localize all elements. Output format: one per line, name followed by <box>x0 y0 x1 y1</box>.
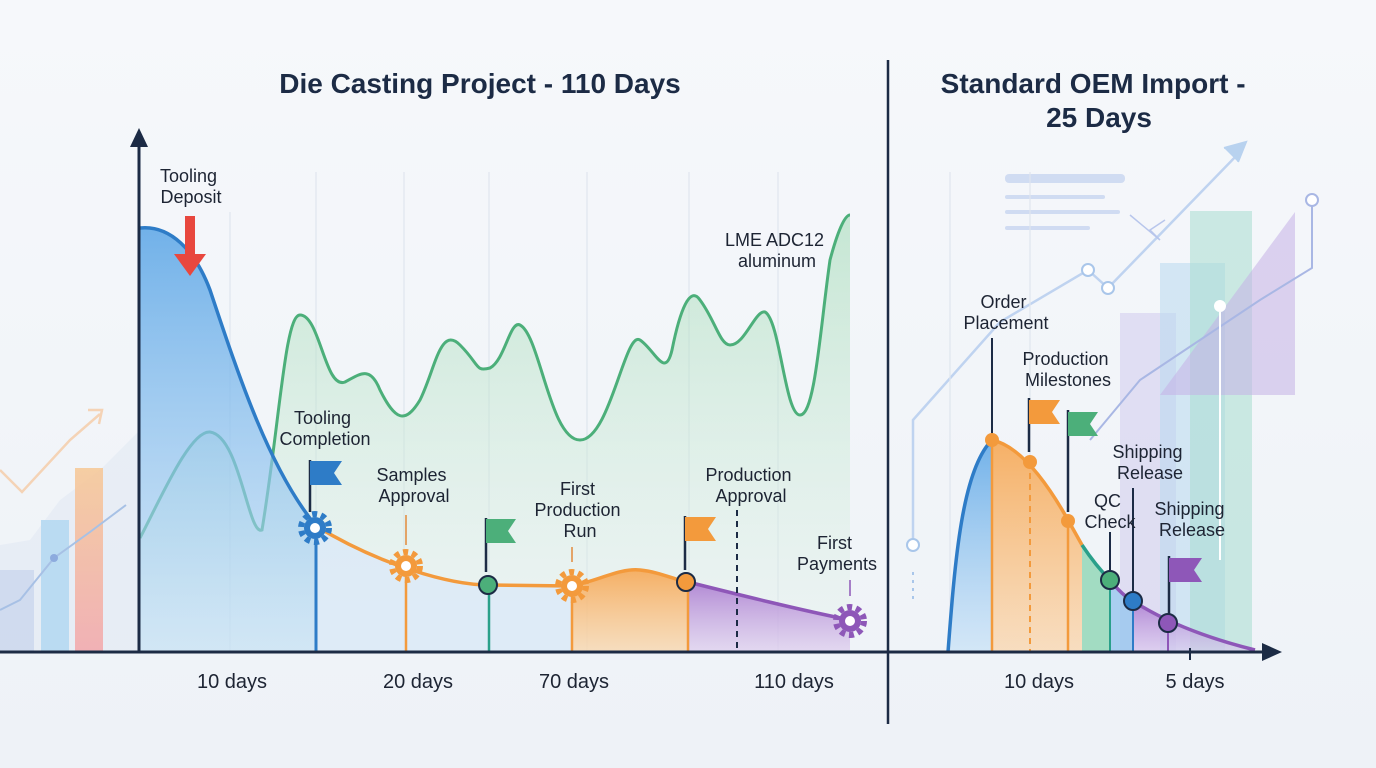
gear-icon-tooling-completion <box>298 511 332 545</box>
left-panel: Die Casting Project - 110 Days <box>0 68 888 693</box>
qc-phase-area <box>1082 545 1110 652</box>
order-phase-line <box>946 438 994 653</box>
milestone-dot-order-placement <box>985 433 999 447</box>
payment-phase-area <box>688 582 850 652</box>
gear-icon-first-production-run <box>555 569 589 603</box>
milestone-dot-release <box>1158 613 1178 633</box>
samples-approval-label: Samples Approval <box>376 465 451 506</box>
right-panel-title: Standard OEM Import - 25 Days <box>941 68 1254 133</box>
first-production-run-label: First Production Run <box>534 479 625 541</box>
milestone-dot-qc-check <box>1100 570 1120 590</box>
milestone-dot-samples <box>478 575 498 595</box>
milestone-dot-production-2 <box>1061 514 1075 528</box>
milestone-dot-production-approval <box>676 572 696 592</box>
left-panel-title: Die Casting Project - 110 Days <box>279 68 681 99</box>
flag-icon-production-milestone-1 <box>1027 398 1060 452</box>
production-milestones-area <box>992 440 1082 652</box>
cost-curve-light-area <box>316 526 572 652</box>
milestone-dot-shipping <box>1123 591 1143 611</box>
tooling-completion-label: Tooling Completion <box>279 408 370 449</box>
tooling-deposit-label: Tooling Deposit <box>160 166 222 207</box>
tick-label-10-days-right: 10 days <box>1004 671 1074 693</box>
production-milestones-label: Production Milestones <box>1022 349 1113 390</box>
gear-icon-first-payments <box>833 604 867 638</box>
shipping-release-label-2: Shipping Release <box>1154 499 1229 540</box>
gear-icon-samples-approval <box>389 549 423 583</box>
release-phase-area <box>1133 601 1255 652</box>
order-phase-area <box>948 440 992 652</box>
left-axes <box>0 128 888 654</box>
qc-check-label: QC Check <box>1084 491 1136 532</box>
tick-label-70-days: 70 days <box>539 671 609 693</box>
decorative-bars-left <box>0 408 140 652</box>
tooling-phase-area <box>140 227 316 652</box>
lme-aluminum-line <box>138 213 851 539</box>
flag-icon-tooling-completion <box>308 460 342 512</box>
first-payments-label: First Payments <box>797 533 877 574</box>
tick-label-5-days: 5 days <box>1166 671 1225 693</box>
flag-icon-production-milestone-2 <box>1066 410 1098 512</box>
flag-icon-shipping-release <box>1167 556 1202 614</box>
down-arrow-icon <box>174 216 206 276</box>
decorative-background-right <box>906 140 1319 652</box>
tick-label-110-days: 110 days <box>754 671 834 693</box>
production-phase-area <box>572 569 688 652</box>
cost-curve-purple-line <box>687 580 851 622</box>
lme-aluminum-label: LME ADC12 aluminum <box>725 230 829 271</box>
order-placement-label: Order Placement <box>963 292 1048 333</box>
axis-arrow-icon <box>1262 643 1282 661</box>
right-panel: Standard OEM Import - 25 Days <box>888 68 1282 693</box>
tooling-phase-line <box>139 226 318 528</box>
milestone-dot-production-1 <box>1023 455 1037 469</box>
shipping-release-label-1: Shipping Release <box>1112 442 1187 483</box>
release-phase-line <box>1108 578 1256 652</box>
flag-icon-production-approval <box>683 516 716 570</box>
flag-icon-samples <box>484 518 516 572</box>
tick-label-10-days: 10 days <box>197 671 267 693</box>
tick-label-20-days: 20 days <box>383 671 453 693</box>
production-approval-label: Production Approval <box>705 465 796 506</box>
